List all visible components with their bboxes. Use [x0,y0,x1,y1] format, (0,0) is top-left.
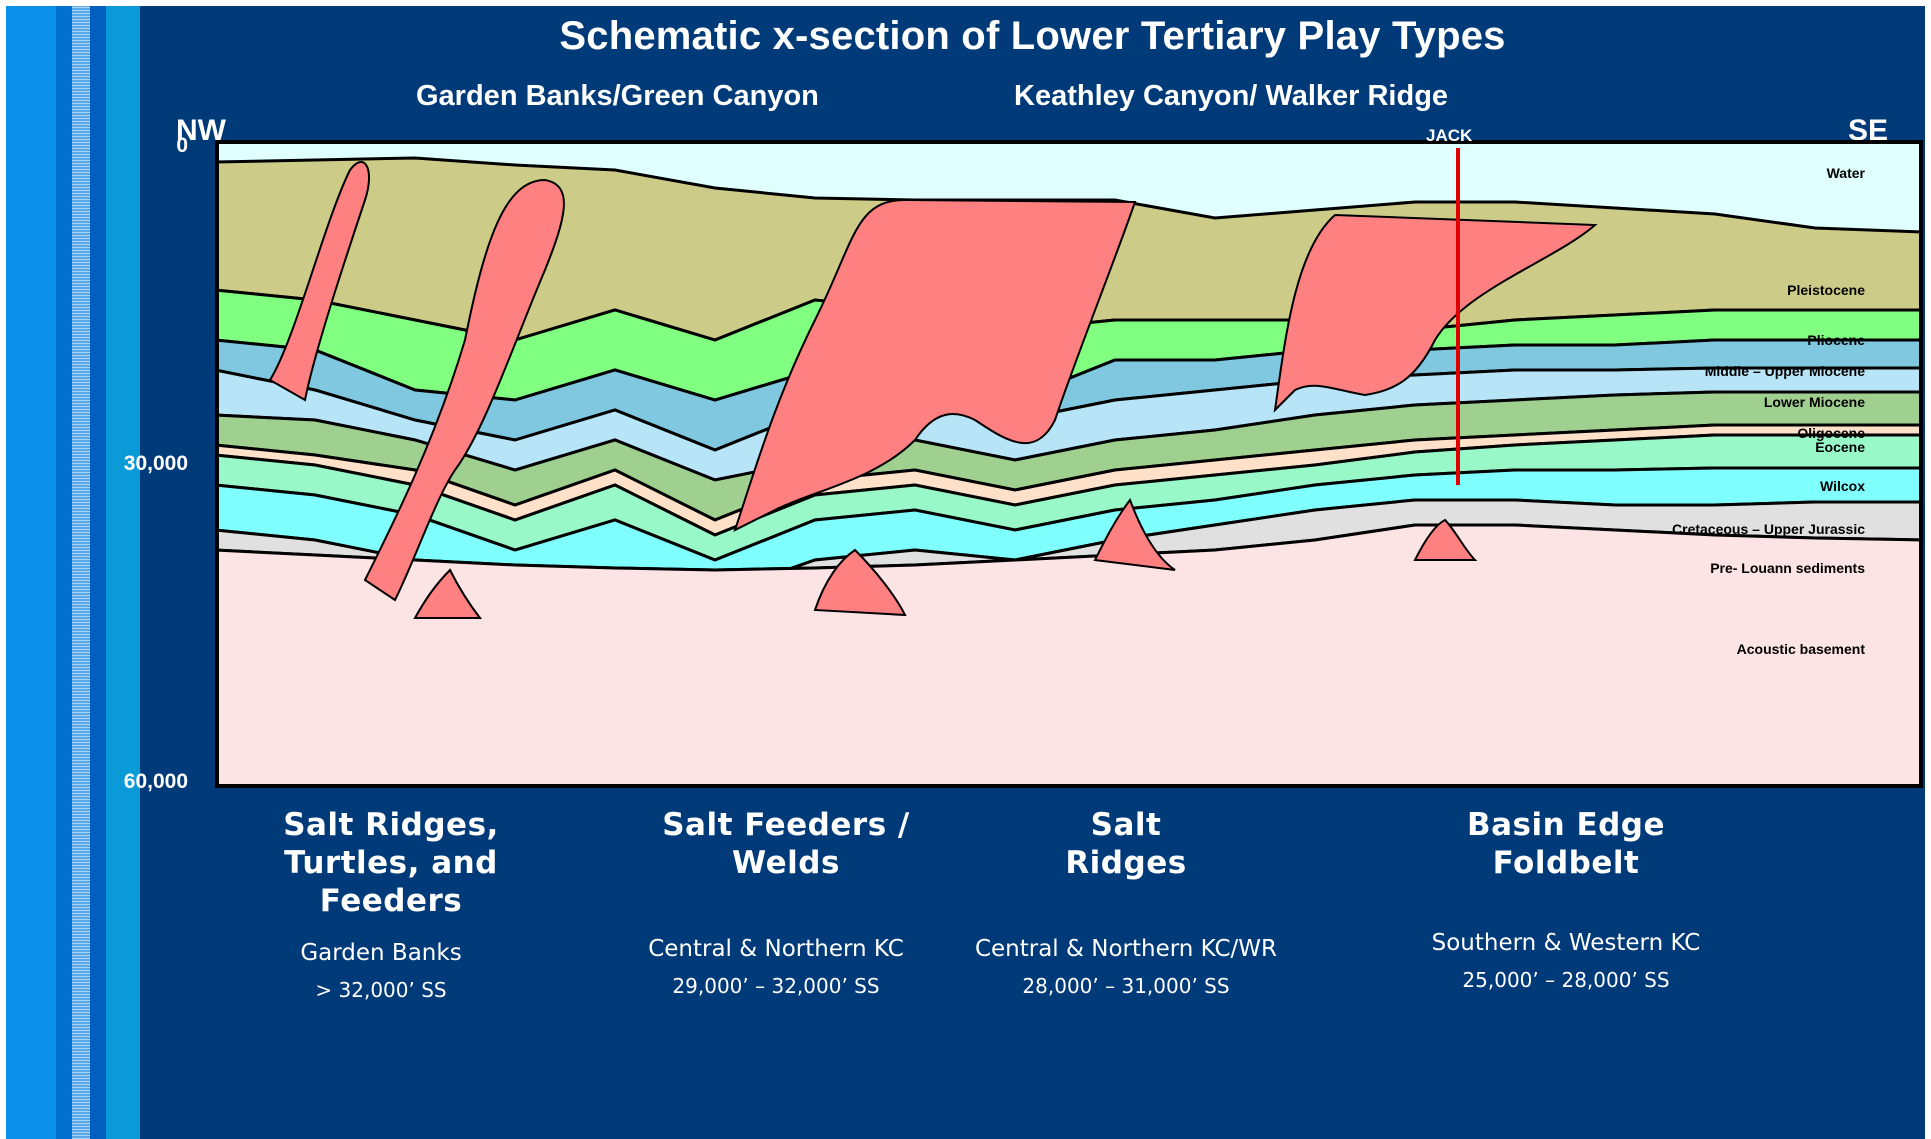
play-title-line: Ridges [1065,845,1187,881]
layer-acoustic-basement [215,523,1923,788]
play-region-2: Central & Northern KC [648,936,904,962]
salt-body [733,198,1137,532]
slide-title: Schematic x-section of Lower Tertiary Pl… [559,14,1506,58]
layer-label: Pliocene [1807,332,1865,348]
layer-label: Oligocene [1797,425,1865,441]
play-depth-3: 28,000’ – 31,000’ SS [1022,974,1230,998]
salt-body [363,178,565,602]
layer-label: Pleistocene [1787,282,1865,298]
layer-label: Acoustic basement [1737,641,1866,657]
salt-body [1273,213,1598,413]
play-title-line: Turtles, and [284,845,498,881]
play-depth-1: > 32,000’ SS [315,978,447,1002]
decor-stripe [56,6,72,1139]
play-title-line: Salt Feeders / [662,807,910,843]
play-title-line: Salt Ridges, [283,807,499,843]
salt-body [268,161,370,402]
layer-label: Cretaceous – Upper Jurassic [1672,521,1865,537]
layer-label: Pre- Louann sediments [1710,560,1865,576]
play-title-1: Salt Ridges, Turtles, and Feeders [266,806,516,920]
stratigraphy [215,140,1923,788]
play-title-3: Salt Ridges [1006,806,1246,882]
salt-body [1413,518,1478,561]
play-title-line: Salt [1090,807,1162,843]
play-title-line: Welds [732,845,840,881]
depth-tick-60000: 60,000 [123,770,188,793]
play-depth-2: 29,000’ – 32,000’ SS [672,974,880,998]
play-depth-4: 25,000’ – 28,000’ SS [1462,968,1670,992]
decor-stripe [106,6,140,1139]
decor-stripe [90,6,106,1139]
layer-water [215,140,1923,232]
play-region-1: Garden Banks [300,940,462,966]
play-title-2: Salt Feeders / Welds [636,806,936,882]
layer-label: Water [1827,165,1866,181]
layer-label: Wilcox [1820,478,1865,494]
play-region-4: Southern & Western KC [1431,930,1701,956]
salt-bodies [268,161,1598,619]
play-title-4: Basin Edge Foldbelt [1426,806,1706,882]
layer-label: Middle – Upper Miocene [1705,363,1865,379]
depth-tick-0: 0 [176,134,188,157]
decor-stripe [6,6,56,1139]
play-title-line: Basin Edge [1466,807,1666,843]
salt-body [813,548,907,617]
subtitle-left: Garden Banks/Green Canyon [416,80,819,112]
play-title-line: Feeders [319,883,463,919]
play-title-line: Foldbelt [1492,845,1640,881]
section-frame [215,140,1923,788]
decor-stripe [72,6,90,1139]
subtitle-right: Keathley Canyon/ Walker Ridge [1014,80,1449,112]
salt-body [413,568,483,619]
slide: Schematic x-section of Lower Tertiary Pl… [6,6,1925,1139]
layer-label: Lower Miocene [1764,394,1865,410]
play-region-3: Central & Northern KC/WR [974,936,1278,962]
depth-tick-30000: 30,000 [123,452,188,475]
salt-body [1093,497,1176,571]
layer-label: Eocene [1815,439,1865,455]
well-label-jack: JACK [1426,126,1473,145]
